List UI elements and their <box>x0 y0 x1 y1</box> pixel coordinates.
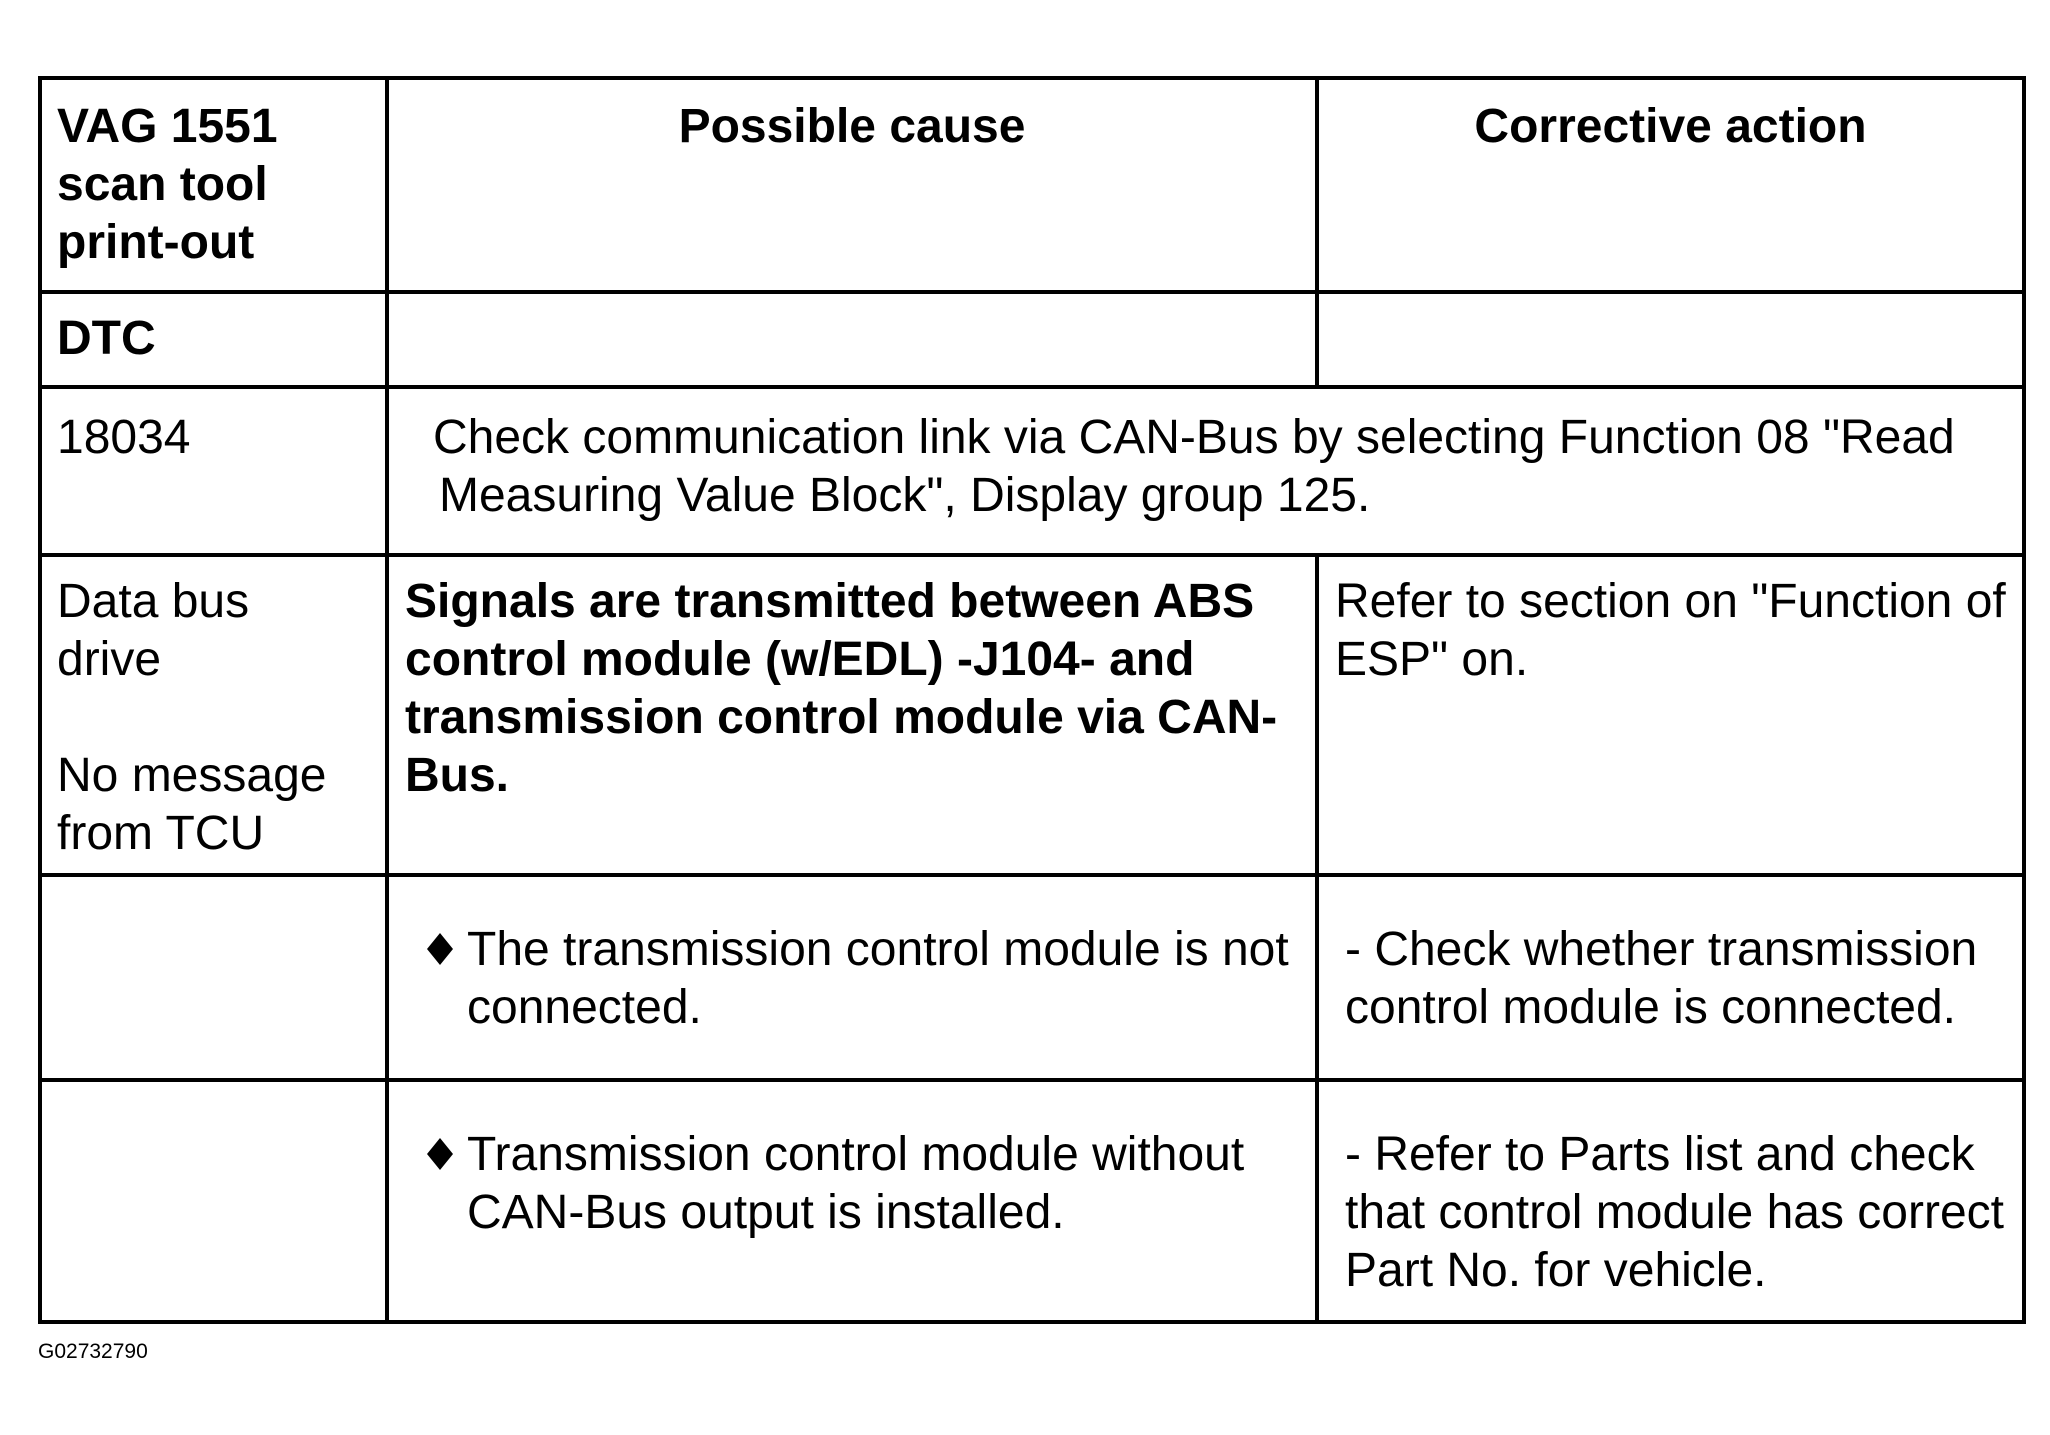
action-text: - Check whether transmission control mod… <box>1315 873 2026 1082</box>
header-scan-tool-cell: VAG 1551 scan tool print-out <box>38 76 389 294</box>
signal-row: Data bus drive No message from TCU Signa… <box>38 553 2026 877</box>
data-bus-description: Data bus drive No message from TCU <box>38 553 389 877</box>
header-scan-tool-line: scan tool <box>57 158 268 211</box>
data-bus-line: drive <box>57 633 162 686</box>
signal-action: Refer to section on "Function of ESP" on… <box>1315 553 2026 877</box>
header-row: VAG 1551 scan tool print-out Possible ca… <box>38 76 2026 294</box>
dtc-label-row: DTC <box>38 290 2026 389</box>
diamond-bullet-icon <box>427 921 467 965</box>
cause-text: The transmission control module is not c… <box>467 923 1289 1034</box>
empty-cell <box>38 1078 389 1324</box>
diagnostic-table: VAG 1551 scan tool print-out Possible ca… <box>38 76 2026 1324</box>
figure-id: G02732790 <box>38 1340 148 1363</box>
dtc-code-row: 18034 Check communication link via CAN-B… <box>38 385 2026 557</box>
dtc-code-description: Check communication link via CAN-Bus by … <box>385 385 2026 557</box>
diamond-bullet-icon <box>427 1126 467 1170</box>
cause-cell: Transmission control module without CAN-… <box>385 1078 1319 1324</box>
empty-cell <box>38 873 389 1082</box>
empty-cell <box>1315 290 2026 389</box>
header-scan-tool-line: print-out <box>57 216 255 269</box>
cause-row: The transmission control module is not c… <box>38 873 2026 1082</box>
data-bus-line: from TCU <box>57 807 265 860</box>
header-corrective-action: Corrective action <box>1315 76 2026 294</box>
dtc-label: DTC <box>38 290 389 389</box>
data-bus-line: Data bus <box>57 575 250 628</box>
action-text: - Refer to Parts list and check that con… <box>1315 1078 2026 1324</box>
data-bus-line: No message <box>57 749 327 802</box>
cause-row: Transmission control module without CAN-… <box>38 1078 2026 1324</box>
cause-cell: The transmission control module is not c… <box>385 873 1319 1082</box>
header-scan-tool-line: VAG 1551 <box>57 100 278 153</box>
cause-text: Transmission control module without CAN-… <box>467 1128 1245 1239</box>
header-possible-cause: Possible cause <box>385 76 1319 294</box>
signal-cause: Signals are transmitted between ABS cont… <box>385 553 1319 877</box>
dtc-code-description-line: Check communication link via CAN-Bus by … <box>433 411 1955 464</box>
dtc-code: 18034 <box>38 385 389 557</box>
empty-cell <box>385 290 1319 389</box>
dtc-code-description-line: Measuring Value Block", Display group 12… <box>439 469 1371 522</box>
